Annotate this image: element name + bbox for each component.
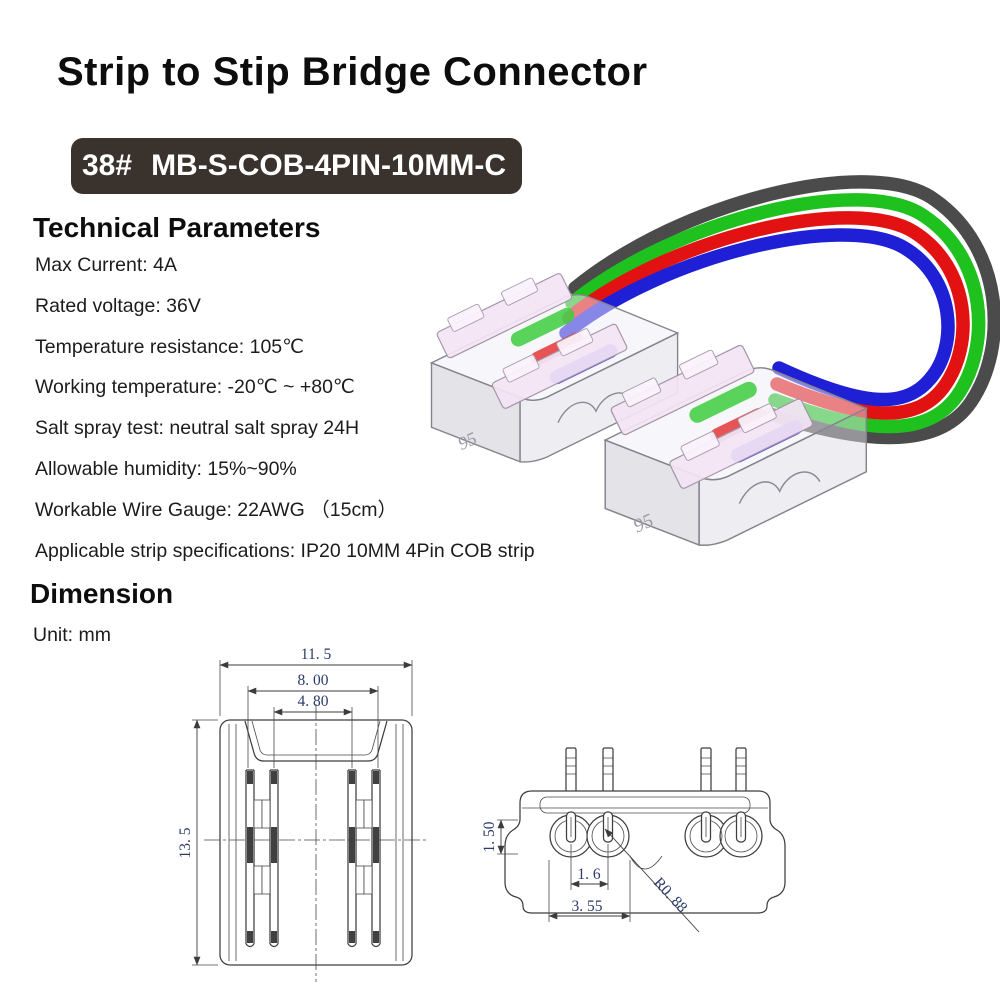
technical-parameters-heading: Technical Parameters bbox=[33, 212, 321, 243]
dim-step-height: 1. 50 bbox=[481, 819, 518, 855]
spec-line: Max Current: 4A bbox=[35, 254, 177, 276]
wire-green bbox=[565, 193, 986, 434]
model-code: MB-S-COB-4PIN-10MM-C bbox=[151, 149, 507, 182]
svg-text:3. 55: 3. 55 bbox=[572, 898, 603, 915]
spec-line: Allowable humidity: 15%~90% bbox=[35, 457, 297, 480]
product-image: 95 bbox=[430, 175, 1000, 546]
dim-pin-span-outer: 8. 00 bbox=[247, 672, 379, 768]
spec-line: Salt spray test: neutral salt spray 24H bbox=[35, 417, 360, 440]
wire-black bbox=[568, 175, 1000, 445]
dimension-drawings: 11. 5 8. 00 4. 80 13. 5 bbox=[177, 646, 786, 982]
dimension-heading: Dimension bbox=[30, 578, 174, 609]
svg-text:4. 80: 4. 80 bbox=[298, 693, 329, 710]
spec-list: Max Current: 4A Rated voltage: 36V Tempe… bbox=[35, 255, 535, 581]
pin-rail bbox=[261, 769, 279, 948]
dim-pin-span-inner: 4. 80 bbox=[273, 693, 353, 768]
svg-text:11. 5: 11. 5 bbox=[301, 646, 332, 663]
contact-pins bbox=[565, 747, 747, 795]
wire-loop bbox=[559, 175, 1000, 445]
svg-text:8. 00: 8. 00 bbox=[298, 672, 329, 689]
svg-text:1. 6: 1. 6 bbox=[577, 866, 601, 883]
spec-line: Working temperature: -20℃ ~ +80℃ bbox=[35, 376, 355, 399]
svg-text:1. 50: 1. 50 bbox=[481, 821, 498, 852]
wire-blue bbox=[559, 228, 955, 407]
dim-overall-length: 13. 5 bbox=[177, 719, 218, 966]
spec-line: Workable Wire Gauge: 22AWG （15cm） bbox=[35, 498, 397, 521]
pin-rail bbox=[347, 769, 365, 948]
spec-line: Rated voltage: 36V bbox=[35, 294, 201, 317]
model-badge: 38# MB-S-COB-4PIN-10MM-C bbox=[71, 138, 523, 194]
dim-slot-pitch: 1. 6 bbox=[570, 844, 609, 890]
wire-red bbox=[562, 211, 970, 420]
front-view-drawing: 1. 50 1. 6 3. 55 R0. 88 bbox=[481, 747, 786, 933]
figure8-hole bbox=[684, 811, 763, 858]
spec-line: Applicable strip specifications: IP20 10… bbox=[35, 539, 535, 562]
spec-line: Temperature resistance: 105℃ bbox=[35, 335, 305, 358]
page-title: Strip to Stip Bridge Connector bbox=[57, 50, 648, 94]
dim-hole-width: 3. 55 bbox=[548, 860, 631, 922]
dim-overall-width: 11. 5 bbox=[219, 646, 413, 716]
unit-label: Unit: mm bbox=[33, 624, 111, 646]
top-view-drawing: 11. 5 8. 00 4. 80 13. 5 bbox=[177, 646, 428, 982]
svg-text:13. 5: 13. 5 bbox=[177, 827, 194, 858]
pin-rail bbox=[363, 769, 381, 948]
model-number: 38# bbox=[82, 149, 133, 182]
